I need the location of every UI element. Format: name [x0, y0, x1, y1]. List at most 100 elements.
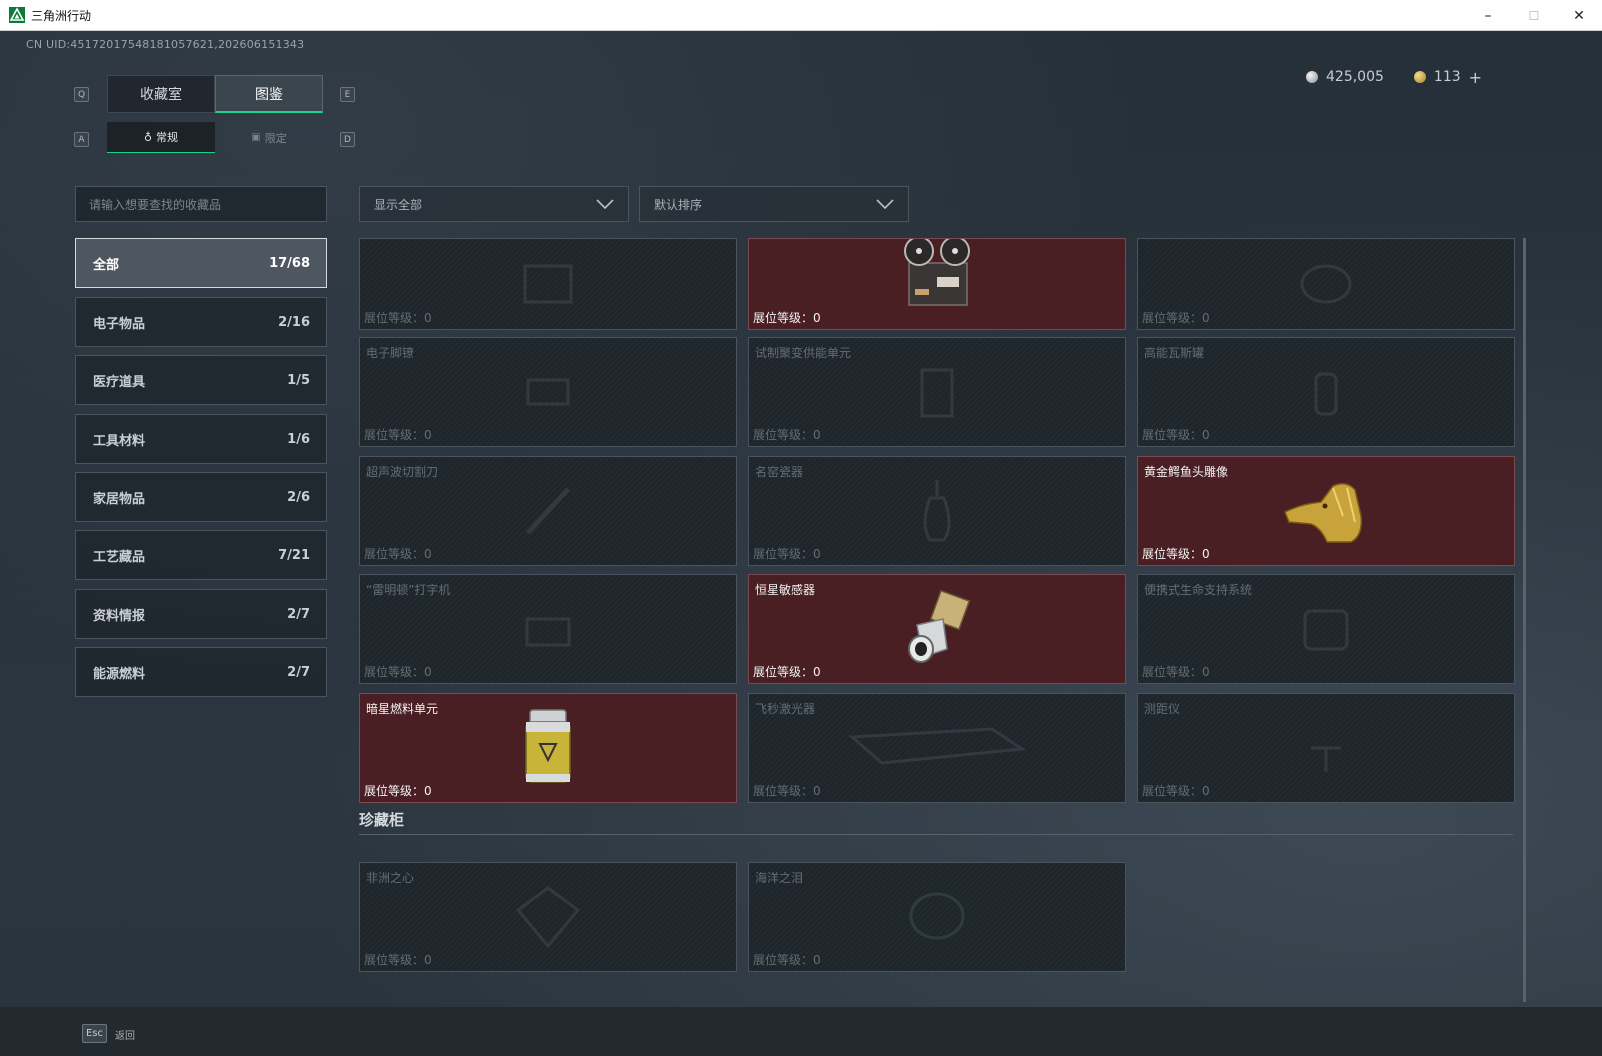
scrollbar[interactable]: [1523, 238, 1526, 1002]
show-filter-value: 显示全部: [374, 197, 423, 212]
silver-coin-icon: [1306, 71, 1318, 83]
show-filter-dropdown[interactable]: 显示全部: [359, 186, 629, 222]
item-name: 非洲之心: [366, 871, 415, 885]
item-silhouette-icon: [1311, 746, 1341, 772]
booth-level: 展位等级：0: [1142, 547, 1210, 561]
currency-bar: 425,005 113 +: [1306, 66, 1482, 88]
item-name: 名窑瓷器: [755, 465, 804, 479]
regular-icon: ♁: [143, 130, 153, 144]
search-input[interactable]: 请输入想要查找的收藏品: [75, 186, 327, 222]
booth-level: 展位等级：0: [753, 547, 821, 561]
item-silhouette-icon: [523, 264, 573, 304]
esc-key-button[interactable]: Esc: [82, 1024, 107, 1043]
add-currency-button[interactable]: +: [1468, 67, 1483, 87]
category-electronics[interactable]: 电子物品 2/16: [75, 297, 327, 347]
booth-level: 展位等级：0: [753, 428, 821, 442]
collectible-card[interactable]: 高能瓦斯罐 展位等级：0: [1137, 337, 1515, 447]
sort-dropdown[interactable]: 默认排序: [639, 186, 909, 222]
back-label[interactable]: 返回: [115, 1031, 135, 1042]
star-sensor-icon: [908, 589, 971, 663]
category-label: 电子物品: [93, 316, 146, 332]
cabinet-card[interactable]: 海洋之泪 展位等级：0: [748, 862, 1126, 972]
collectible-card[interactable]: “雷明顿”打字机 展位等级：0: [359, 574, 737, 684]
booth-level: 展位等级：0: [364, 428, 432, 442]
title-bar: 三角洲行动 – ☐ ✕: [0, 0, 1602, 31]
category-count: 17/68: [269, 255, 310, 271]
booth-level: 展位等级：0: [1142, 784, 1210, 798]
category-count: 2/6: [287, 489, 310, 505]
collectible-card[interactable]: 试制聚变供能单元 展位等级：0: [748, 337, 1126, 447]
dark-star-fuel-cell-icon: [525, 709, 571, 783]
category-label: 全部: [93, 257, 120, 273]
sort-value: 默认排序: [654, 197, 703, 212]
collectible-card[interactable]: 飞秒激光器 展位等级：0: [748, 693, 1126, 803]
category-tools[interactable]: 工具材料 1/6: [75, 414, 327, 464]
cabinet-card[interactable]: 非洲之心 展位等级：0: [359, 862, 737, 972]
key-e-hint: E: [340, 87, 355, 102]
collectible-card[interactable]: 黄金鳄鱼头雕像 展位等级：0: [1137, 456, 1515, 566]
user-uid: CN UID:4517201754818105​7621,20260615134…: [26, 38, 305, 51]
category-medical[interactable]: 医疗道具 1/5: [75, 355, 327, 405]
subtab-limited[interactable]: ▣ 限定: [215, 122, 323, 153]
booth-level: 展位等级：0: [364, 784, 432, 798]
collectible-card[interactable]: 超声波切割刀 展位等级：0: [359, 456, 737, 566]
main-area: CN UID:4517201754818105​7621,20260615134…: [0, 31, 1602, 1007]
category-count: 1/5: [287, 372, 310, 388]
chevron-down-icon: [876, 199, 894, 209]
category-label: 医疗道具: [93, 374, 146, 390]
key-q-hint: Q: [74, 87, 89, 102]
window-title: 三角洲行动: [31, 9, 92, 23]
item-name: 试制聚变供能单元: [755, 346, 852, 360]
collectible-card[interactable]: 展位等级：0: [1137, 238, 1515, 330]
silver-amount: 425,005: [1326, 69, 1384, 85]
category-label: 资料情报: [93, 608, 146, 624]
item-name: 超声波切割刀: [366, 465, 439, 479]
collectible-card[interactable]: 便携式生命支持系统 展位等级：0: [1137, 574, 1515, 684]
gold-amount: 113: [1433, 69, 1461, 85]
item-silhouette-icon: [525, 617, 571, 647]
tape-recorder-icon: [904, 239, 970, 306]
item-silhouette-icon: [1314, 372, 1338, 416]
booth-level: 展位等级：0: [1142, 311, 1210, 325]
minimize-button[interactable]: –: [1484, 7, 1492, 24]
key-d-hint: D: [340, 132, 355, 147]
subtab-regular-label: 常规: [156, 131, 179, 144]
collectible-card[interactable]: 展位等级：0: [359, 238, 737, 330]
item-name: 黄金鳄鱼头雕像: [1144, 465, 1229, 479]
collectible-card[interactable]: 测距仪 展位等级：0: [1137, 693, 1515, 803]
item-name: 海洋之泪: [755, 871, 804, 885]
item-silhouette-icon: [515, 886, 581, 949]
item-silhouette-icon: [526, 487, 570, 535]
tab-collection-room[interactable]: 收藏室: [107, 75, 215, 113]
close-button[interactable]: ✕: [1573, 7, 1585, 24]
category-count: 1/6: [287, 431, 310, 447]
item-name: 高能瓦斯罐: [1144, 346, 1205, 360]
collectible-card[interactable]: 电子脚镣 展位等级：0: [359, 337, 737, 447]
item-silhouette-icon: [848, 727, 1027, 765]
collectible-card[interactable]: 恒星敏感器 展位等级：0: [748, 574, 1126, 684]
collectible-card[interactable]: 暗星燃料单元 展位等级：0: [359, 693, 737, 803]
tab-catalog[interactable]: 图鉴: [215, 75, 323, 113]
section-divider: [359, 834, 1513, 835]
maximize-button[interactable]: ☐: [1528, 8, 1540, 23]
category-label: 工具材料: [93, 433, 146, 449]
item-silhouette-icon: [526, 378, 570, 406]
booth-level: 展位等级：0: [753, 953, 821, 967]
category-label: 工艺藏品: [93, 549, 146, 565]
collectible-card[interactable]: 名窑瓷器 展位等级：0: [748, 456, 1126, 566]
cabinet-section-title: 珍藏柜: [359, 811, 405, 829]
subtab-regular[interactable]: ♁ 常规: [107, 122, 215, 153]
category-label: 能源燃料: [93, 666, 146, 682]
category-all[interactable]: 全部 17/68: [75, 238, 327, 288]
limited-icon: ▣: [251, 132, 261, 143]
collectible-card[interactable]: 展位等级：0: [748, 238, 1126, 330]
item-silhouette-icon: [1300, 264, 1352, 304]
item-name: 便携式生命支持系统: [1144, 583, 1253, 597]
category-count: 2/16: [278, 314, 310, 330]
subtab-limited-label: 限定: [264, 131, 287, 145]
